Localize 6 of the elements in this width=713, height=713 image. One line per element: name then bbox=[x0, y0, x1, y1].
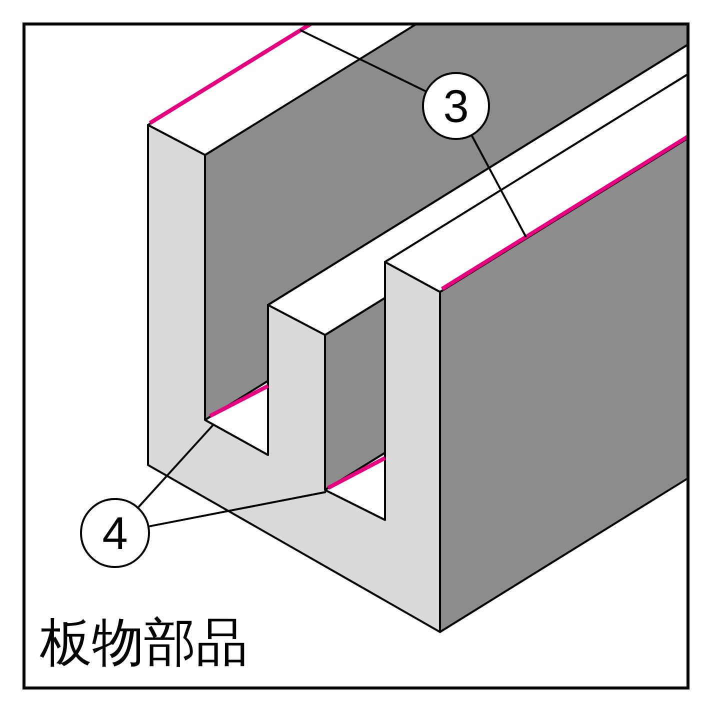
leader-line bbox=[149, 491, 326, 528]
leader-line bbox=[471, 136, 527, 238]
leader-line bbox=[138, 423, 215, 508]
caption: 板物部品 bbox=[40, 612, 248, 675]
leader-line bbox=[300, 29, 426, 92]
callout-number: 4 bbox=[80, 498, 150, 568]
